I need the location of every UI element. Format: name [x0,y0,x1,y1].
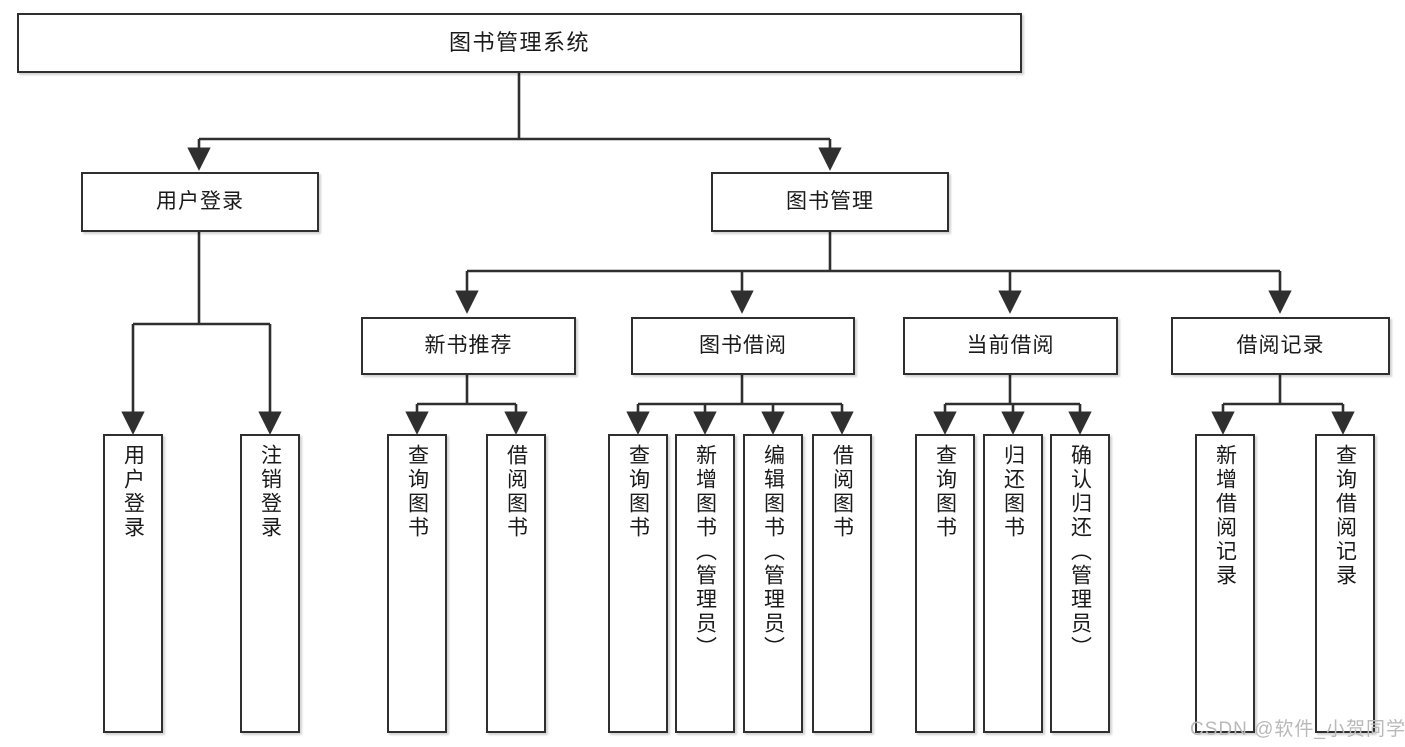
node-label: 查询借阅记录 [1333,444,1357,588]
node-leaf-query-book-1[interactable]: 查询图书 [387,434,447,733]
node-label: 确认归还（管理员） [1068,444,1092,660]
node-label: 新增图书（管理员） [693,444,717,660]
node-label: 新书推荐 [424,333,513,357]
node-borrow-record[interactable]: 借阅记录 [1171,317,1390,375]
node-label: 查询图书 [405,444,429,540]
node-leaf-query-borrow-record[interactable]: 查询借阅记录 [1315,434,1375,733]
node-leaf-add-borrow-record[interactable]: 新增借阅记录 [1195,434,1255,733]
node-label: 用户登录 [121,444,145,540]
csdn-watermark: CSDN @软件_小贺同学 [1190,719,1405,740]
node-label: 借阅图书 [830,444,854,540]
node-label: 查询图书 [933,444,957,540]
node-label: 编辑图书（管理员） [761,444,785,660]
node-label: 图书管理系统 [448,30,590,56]
node-leaf-borrow-book-1[interactable]: 借阅图书 [486,434,546,733]
node-label: 当前借阅 [966,333,1055,357]
node-leaf-confirm-return[interactable]: 确认归还（管理员） [1050,434,1110,733]
node-book-management-system[interactable]: 图书管理系统 [17,13,1022,73]
node-book-borrow[interactable]: 图书借阅 [631,317,855,375]
node-label: 注销登录 [258,444,282,540]
node-label: 图书管理 [786,189,874,213]
node-leaf-user-login[interactable]: 用户登录 [103,434,163,733]
node-new-book-recommend[interactable]: 新书推荐 [361,317,576,375]
node-label: 新增借阅记录 [1213,444,1237,588]
node-leaf-add-book[interactable]: 新增图书（管理员） [675,434,735,733]
node-leaf-borrow-book-2[interactable]: 借阅图书 [812,434,872,733]
node-label: 图书借阅 [699,333,787,357]
node-user-login[interactable]: 用户登录 [81,172,319,232]
node-leaf-logout-login[interactable]: 注销登录 [240,434,300,733]
node-label: 借阅图书 [504,444,528,540]
node-leaf-query-book-2[interactable]: 查询图书 [608,434,668,733]
node-leaf-edit-book[interactable]: 编辑图书（管理员） [743,434,803,733]
node-label: 归还图书 [1001,444,1025,540]
node-label: 用户登录 [156,189,244,213]
node-book-manage[interactable]: 图书管理 [711,172,949,232]
node-leaf-return-book[interactable]: 归还图书 [983,434,1043,733]
node-current-borrow[interactable]: 当前借阅 [903,317,1118,375]
node-leaf-query-book-3[interactable]: 查询图书 [915,434,975,733]
node-label: 查询图书 [626,444,650,540]
node-label: 借阅记录 [1236,333,1325,357]
